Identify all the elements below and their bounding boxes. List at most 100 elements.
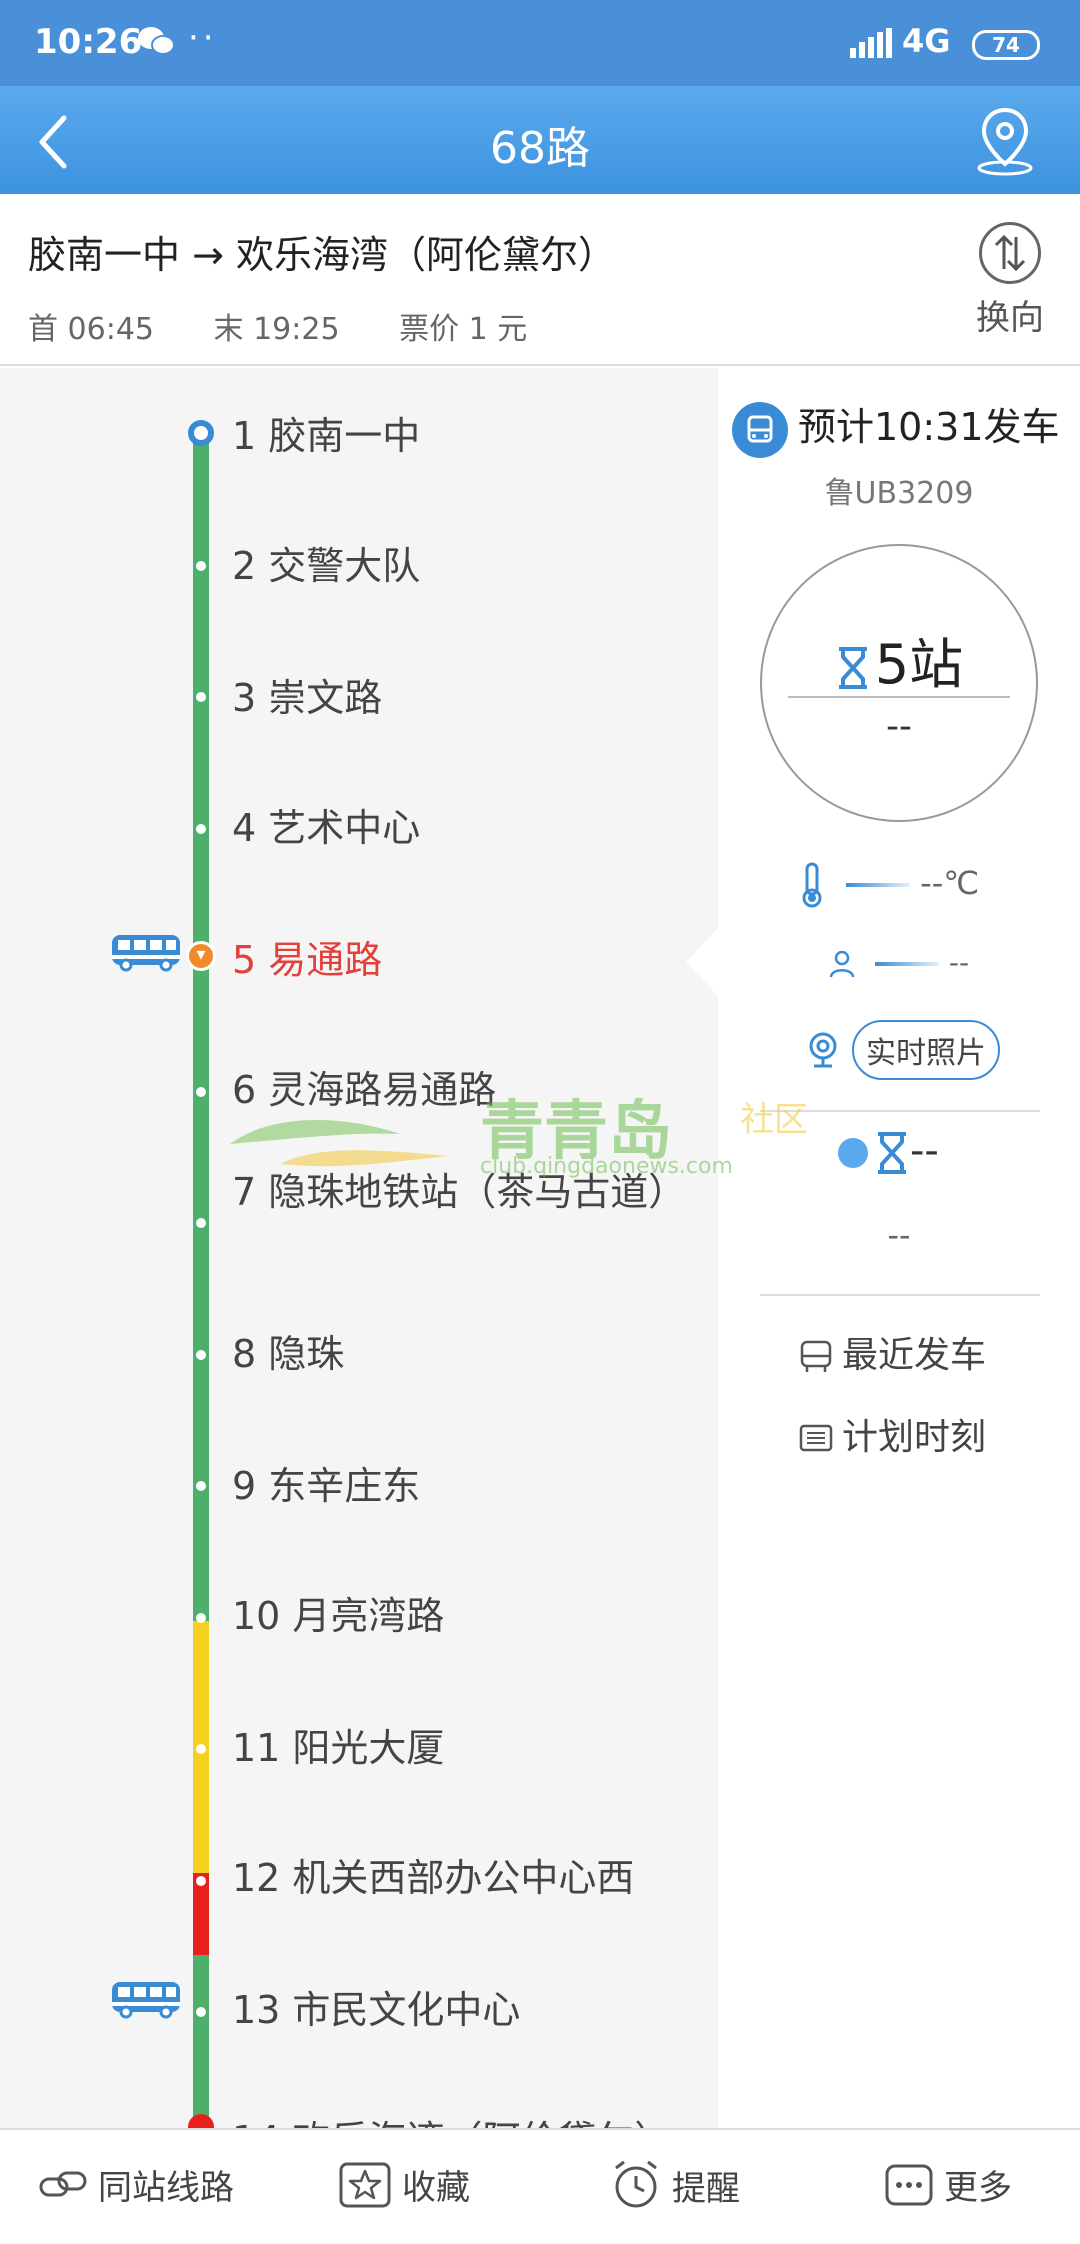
network-type: 4G: [902, 22, 951, 60]
stop-item[interactable]: 13 市民文化中心: [232, 1988, 521, 2032]
location-pin-icon: [977, 107, 1033, 176]
reminder-tab[interactable]: 提醒: [610, 2160, 740, 2210]
next-bus-eta: --: [887, 1216, 911, 1254]
thermometer-icon: [802, 862, 822, 908]
bottom-toolbar: 同站线路 收藏 提醒 更多: [0, 2128, 1080, 2244]
stop-list[interactable]: ▾ 1 胶南一中 2 交警大队 3 崇文路 4 艺术中心 5 易通路 6 灵海路…: [0, 368, 718, 2128]
more-label: 更多: [944, 2168, 1012, 2208]
more-tab[interactable]: 更多: [884, 2160, 1012, 2209]
more-icon: [885, 2164, 933, 2205]
departure-text: 预计10:31发车: [798, 405, 1060, 449]
stop-item[interactable]: 4 艺术中心: [232, 806, 421, 850]
more-notifications-icon: ··: [188, 18, 218, 58]
arrival-ring: 5站 --: [760, 544, 1038, 822]
route-line-red: [193, 1873, 209, 1955]
crowding-row: --: [828, 946, 969, 979]
start-stop-marker: [188, 420, 214, 446]
bus-badge-icon: [732, 401, 788, 458]
stop-dot: [196, 1876, 206, 1886]
fare: 票价 1 元: [399, 312, 528, 347]
stop-dot: [196, 1350, 206, 1360]
same-stop-lines-tab[interactable]: 同站线路: [38, 2160, 234, 2209]
swap-icon: [979, 222, 1041, 284]
temperature-value: --℃: [920, 864, 980, 902]
stop-item[interactable]: 6 灵海路易通路: [232, 1068, 497, 1112]
stop-item[interactable]: 8 隐珠: [232, 1332, 345, 1376]
panel-pointer: [686, 926, 720, 998]
favorite-label: 收藏: [402, 2168, 470, 2208]
map-button[interactable]: [970, 104, 1040, 178]
same-stop-lines-label: 同站线路: [98, 2168, 234, 2208]
stop-dot: [196, 1087, 206, 1097]
departure-estimate: 预计10:31发车: [732, 396, 1060, 458]
bus-icon[interactable]: [110, 933, 182, 977]
page-title: 68路: [490, 123, 590, 174]
end-stop-marker: [188, 2114, 214, 2128]
stops-away-text: 5站: [874, 633, 964, 696]
battery-icon: 74: [972, 30, 1040, 60]
bus-plate: 鲁UB3209: [824, 476, 974, 511]
temperature-bar: [846, 883, 911, 887]
stop-item[interactable]: 14 欢乐海湾（阿伦黛尔）: [232, 2114, 692, 2128]
first-bus-time: 首 06:45: [28, 312, 154, 347]
stop-item[interactable]: 10 月亮湾路: [232, 1594, 445, 1638]
last-bus-time: 末 19:25: [213, 312, 340, 347]
stop-item[interactable]: 7 隐珠地铁站（茶马古道）: [232, 1170, 687, 1214]
status-dot: [838, 1138, 868, 1168]
stop-dot: [196, 692, 206, 702]
back-button[interactable]: [30, 106, 90, 176]
route-meta: 首 06:45 末 19:25 票价 1 元: [28, 304, 577, 348]
transfer-icon: [39, 2171, 87, 2196]
stop-dot: [196, 2007, 206, 2017]
stop-item[interactable]: 9 东辛庄东: [232, 1464, 421, 1508]
signal-icon: [850, 28, 894, 62]
reminder-label: 提醒: [672, 2168, 740, 2209]
route-line-green: [193, 434, 209, 1621]
next-bus-row: --: [838, 1128, 939, 1176]
bus-outline-icon: [800, 1340, 832, 1372]
stop-dot: [196, 824, 206, 834]
bus-icon[interactable]: [110, 1980, 182, 2024]
schedule-link[interactable]: 计划时刻: [798, 1408, 986, 1460]
favorite-tab[interactable]: 收藏: [338, 2160, 470, 2209]
stop-item[interactable]: 1 胶南一中: [232, 414, 421, 458]
alarm-clock-icon: [615, 2160, 657, 2208]
next-bus-stops: --: [910, 1128, 939, 1174]
route-header: 胶南一中 → 欢乐海湾（阿伦黛尔） 首 06:45 末 19:25 票价 1 元…: [0, 194, 1080, 366]
list-icon: [799, 1424, 833, 1452]
camera-icon: [809, 1032, 837, 1068]
schedule-label: 计划时刻: [842, 1417, 987, 1458]
stop-item[interactable]: 12 机关西部办公中心西: [232, 1856, 635, 1900]
swap-label: 换向: [976, 298, 1044, 338]
swap-direction-button[interactable]: 换向: [960, 222, 1060, 352]
panel-divider: [760, 1294, 1040, 1296]
stop-item[interactable]: 3 崇文路: [232, 676, 383, 720]
nav-bar: 68路: [0, 86, 1080, 194]
stop-dot: [196, 1613, 206, 1623]
panel-divider: [760, 1110, 1040, 1112]
chevron-left-icon: [39, 115, 67, 169]
ring-divider: [788, 696, 1010, 698]
stop-dot: [196, 1218, 206, 1228]
stops-away: 5站: [762, 620, 1036, 699]
stop-item-active[interactable]: 5 易通路: [232, 938, 383, 982]
eta-text: --: [886, 706, 912, 747]
stop-item[interactable]: 2 交警大队: [232, 544, 421, 588]
stop-item[interactable]: 11 阳光大厦: [232, 1726, 445, 1770]
crowding-bar: [874, 962, 939, 966]
wechat-icon: [136, 24, 176, 62]
live-photo-button[interactable]: 实时照片: [852, 1020, 1000, 1080]
current-stop-marker: ▾: [186, 941, 216, 971]
crowding-value: --: [948, 946, 970, 979]
route-line-green-end: [193, 1955, 209, 2128]
live-photo-row: 实时照片: [806, 1020, 1000, 1080]
temperature-row: --℃: [798, 862, 979, 908]
route-direction: 胶南一中 → 欢乐海湾（阿伦黛尔）: [28, 233, 616, 277]
person-icon: [829, 950, 855, 978]
hourglass-icon: [838, 647, 867, 690]
stop-dot: [196, 1481, 206, 1491]
hourglass-icon: [878, 1132, 906, 1174]
recent-departures-label: 最近发车: [842, 1335, 987, 1376]
recent-departures-link[interactable]: 最近发车: [798, 1326, 986, 1378]
stop-dot: [196, 1744, 206, 1754]
